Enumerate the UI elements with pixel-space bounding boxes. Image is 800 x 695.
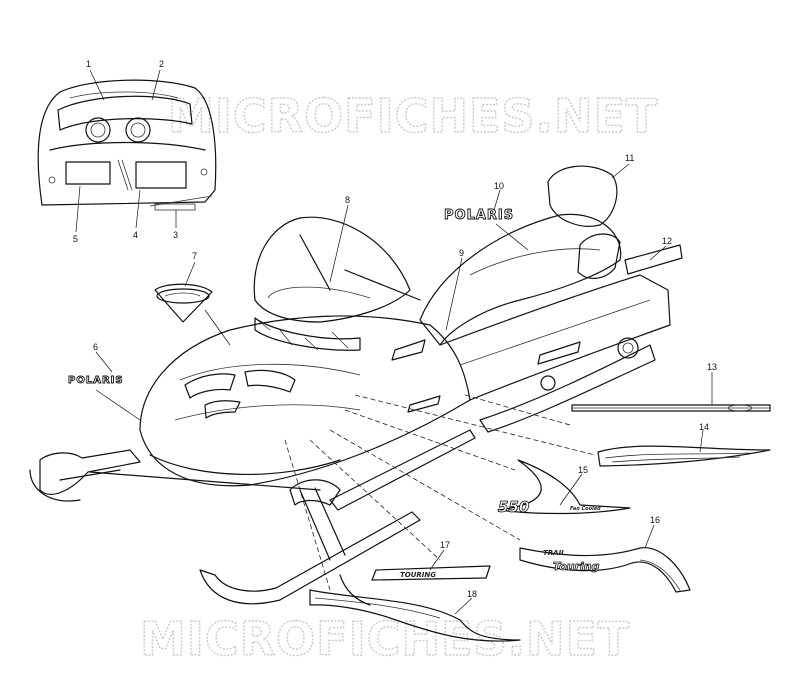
callout-labels: 1 2 3 4 5 6 7 8 9 10 11 12 13 14 15 16 1… (73, 59, 717, 599)
callout-3: 3 (173, 230, 178, 240)
callout-1: 1 (86, 59, 91, 69)
trim-text-16-line2: Touring (553, 560, 600, 573)
callout-14: 14 (699, 422, 709, 432)
decal-stripe-13 (571, 404, 771, 412)
decal-model-15: 550 Fan Cooled (497, 459, 631, 516)
dashed-leader-lines (284, 394, 596, 591)
decal-swoosh-14 (597, 445, 771, 467)
decal-polaris-6: POLARIS (68, 375, 124, 387)
callout-16: 16 (650, 515, 660, 525)
polaris-text-10: POLARIS (444, 208, 514, 223)
decal-badge-7 (154, 283, 213, 323)
callout-12: 12 (662, 236, 672, 246)
polaris-text-6: POLARIS (68, 375, 124, 386)
callout-17: 17 (440, 540, 450, 550)
stripe-text-17: TOURING (400, 571, 436, 579)
callout-8: 8 (345, 195, 350, 205)
callout-10: 10 (494, 181, 504, 191)
model-sub-text-15: Fan Cooled (570, 506, 601, 512)
callout-11: 11 (625, 153, 634, 163)
callout-18: 18 (467, 589, 477, 599)
watermark-bottom: MICROFICHES.NET (140, 612, 630, 666)
decal-swoosh-18 (309, 574, 521, 642)
callout-7: 7 (192, 251, 197, 261)
callout-9: 9 (459, 248, 464, 258)
callout-4: 4 (133, 230, 138, 240)
decal-polaris-10: POLARIS (444, 208, 514, 224)
callout-13: 13 (707, 362, 717, 372)
watermark-top: MICROFICHES.NET (168, 89, 658, 143)
model-text-15: 550 (498, 498, 529, 516)
callout-leaders (75, 69, 713, 615)
decal-stripe-17: TOURING (371, 565, 491, 581)
snowmobile-body (29, 165, 683, 605)
callout-15: 15 (578, 465, 588, 475)
callout-2: 2 (159, 59, 164, 69)
dashboard-inset (37, 79, 217, 211)
callout-6: 6 (93, 342, 98, 352)
trim-text-16-line1: TRAIL (543, 549, 566, 557)
callout-5: 5 (73, 234, 78, 244)
decal-trim-16: TRAIL Touring (519, 547, 691, 593)
